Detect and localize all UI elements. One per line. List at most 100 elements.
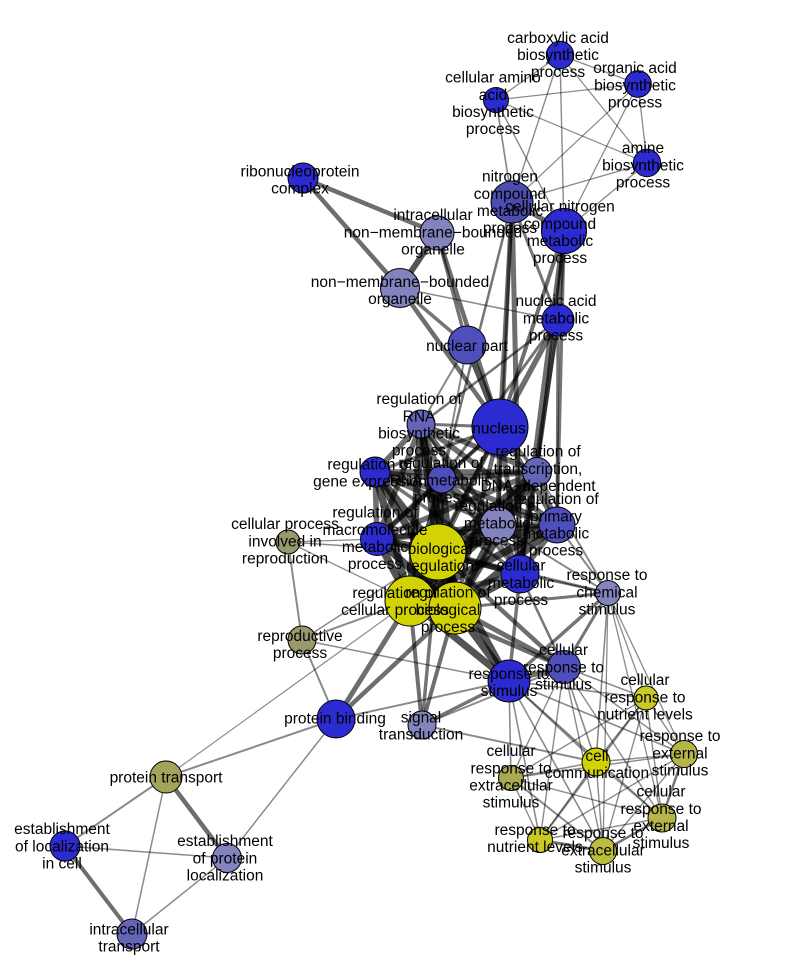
svg-text:biosynthetic: biosynthetic xyxy=(602,157,684,174)
svg-text:response to: response to xyxy=(563,825,644,842)
svg-text:regulation of: regulation of xyxy=(405,585,491,602)
svg-text:nuclear part: nuclear part xyxy=(426,338,509,355)
svg-text:transport: transport xyxy=(98,939,160,956)
svg-text:regulation of: regulation of xyxy=(327,456,413,473)
svg-text:response to: response to xyxy=(471,760,552,777)
svg-text:cellular nitrogen: cellular nitrogen xyxy=(505,199,614,216)
svg-text:biosynthetic: biosynthetic xyxy=(378,426,460,443)
svg-text:establishment: establishment xyxy=(14,821,110,838)
svg-text:process: process xyxy=(392,443,447,460)
svg-text:external: external xyxy=(633,818,688,835)
svg-text:acid: acid xyxy=(479,87,507,104)
svg-text:nucleic acid: nucleic acid xyxy=(516,293,597,310)
svg-text:process: process xyxy=(494,592,549,609)
svg-text:nitrogen: nitrogen xyxy=(482,169,538,186)
svg-text:regulation of: regulation of xyxy=(352,585,438,602)
svg-text:process: process xyxy=(466,121,521,138)
svg-text:cellular: cellular xyxy=(620,672,669,689)
svg-text:transcription,: transcription, xyxy=(494,461,583,478)
svg-text:of localization: of localization xyxy=(15,838,109,855)
svg-text:metabolic: metabolic xyxy=(488,575,555,592)
svg-text:cellular process: cellular process xyxy=(231,516,339,533)
svg-text:stimulus: stimulus xyxy=(481,683,538,700)
svg-text:stimulus: stimulus xyxy=(652,763,709,780)
svg-text:non−membrane−bounded: non−membrane−bounded xyxy=(344,224,522,241)
svg-text:nucleus: nucleus xyxy=(472,420,526,437)
svg-text:organelle: organelle xyxy=(368,291,432,308)
svg-text:extracellular: extracellular xyxy=(561,842,645,859)
svg-text:stimulus: stimulus xyxy=(483,795,540,812)
svg-text:reproduction: reproduction xyxy=(242,551,328,568)
svg-text:stimulus: stimulus xyxy=(633,835,690,852)
svg-text:chemical: chemical xyxy=(576,584,637,601)
svg-text:process: process xyxy=(533,250,588,267)
svg-text:protein binding: protein binding xyxy=(284,710,386,727)
svg-text:metabolic: metabolic xyxy=(523,526,590,543)
svg-text:process: process xyxy=(348,556,403,573)
svg-text:external: external xyxy=(652,745,707,762)
svg-text:signal: signal xyxy=(401,709,442,726)
svg-text:cellular: cellular xyxy=(486,743,535,760)
svg-text:amine: amine xyxy=(622,140,664,157)
svg-text:localization: localization xyxy=(187,868,264,885)
svg-text:process: process xyxy=(531,64,586,81)
svg-text:of protein: of protein xyxy=(193,850,258,867)
svg-text:metabolic: metabolic xyxy=(464,515,531,532)
svg-text:RNA metabolic: RNA metabolic xyxy=(390,472,493,489)
svg-text:cell: cell xyxy=(585,748,608,765)
svg-text:stimulus: stimulus xyxy=(579,602,636,619)
svg-text:reproductive: reproductive xyxy=(257,628,342,645)
svg-text:response to: response to xyxy=(567,567,648,584)
svg-text:stimulus: stimulus xyxy=(575,860,632,877)
svg-text:biosynthetic: biosynthetic xyxy=(594,77,676,94)
svg-text:establishment: establishment xyxy=(177,833,273,850)
svg-text:involved in: involved in xyxy=(248,533,321,550)
svg-text:process: process xyxy=(273,645,328,662)
svg-text:intracellular: intracellular xyxy=(393,207,472,224)
svg-text:process: process xyxy=(414,490,469,507)
svg-text:biological: biological xyxy=(416,602,481,619)
svg-text:compound: compound xyxy=(474,186,546,203)
svg-text:compound: compound xyxy=(524,216,596,233)
svg-text:DNA−dependent: DNA−dependent xyxy=(480,478,596,495)
svg-text:cellular: cellular xyxy=(496,558,545,575)
svg-text:protein transport: protein transport xyxy=(110,769,224,786)
svg-text:metabolic: metabolic xyxy=(477,203,544,220)
svg-text:response to: response to xyxy=(469,666,550,683)
svg-text:response to: response to xyxy=(621,801,702,818)
svg-text:metabolic: metabolic xyxy=(527,233,594,250)
svg-text:process: process xyxy=(529,328,584,345)
svg-text:intracellular: intracellular xyxy=(89,921,168,938)
svg-text:process: process xyxy=(529,543,584,560)
svg-text:process: process xyxy=(421,619,476,636)
svg-text:regulation of: regulation of xyxy=(454,498,540,515)
svg-text:in cell: in cell xyxy=(42,856,82,873)
svg-text:cellular: cellular xyxy=(636,784,685,801)
svg-text:process: process xyxy=(608,95,663,112)
svg-text:RNA: RNA xyxy=(403,408,436,425)
svg-text:regulation of: regulation of xyxy=(332,505,418,522)
svg-text:extracellular: extracellular xyxy=(469,778,553,795)
svg-text:gene expression: gene expression xyxy=(313,474,427,491)
svg-text:macromolecule: macromolecule xyxy=(322,522,427,539)
svg-text:regulation of: regulation of xyxy=(398,455,484,472)
svg-text:metabolic: metabolic xyxy=(523,310,590,327)
svg-text:nutrient levels: nutrient levels xyxy=(487,839,583,856)
svg-text:primary: primary xyxy=(530,508,582,525)
svg-text:biological: biological xyxy=(408,541,473,558)
svg-text:response to: response to xyxy=(640,728,721,745)
svg-text:nutrient levels: nutrient levels xyxy=(597,707,693,724)
svg-text:ribonucleoprotein: ribonucleoprotein xyxy=(241,163,360,180)
svg-text:process: process xyxy=(616,175,671,192)
svg-text:organelle: organelle xyxy=(401,242,465,259)
svg-text:regulation: regulation xyxy=(406,558,474,575)
svg-text:response to: response to xyxy=(495,822,576,839)
svg-text:biosynthetic: biosynthetic xyxy=(517,47,599,64)
svg-text:transduction: transduction xyxy=(379,727,463,744)
svg-text:process: process xyxy=(470,533,525,550)
svg-text:cellular: cellular xyxy=(539,642,588,659)
svg-text:process: process xyxy=(483,220,538,237)
svg-text:regulation of: regulation of xyxy=(376,391,462,408)
svg-text:complex: complex xyxy=(271,181,329,198)
svg-text:stimulus: stimulus xyxy=(535,677,592,694)
